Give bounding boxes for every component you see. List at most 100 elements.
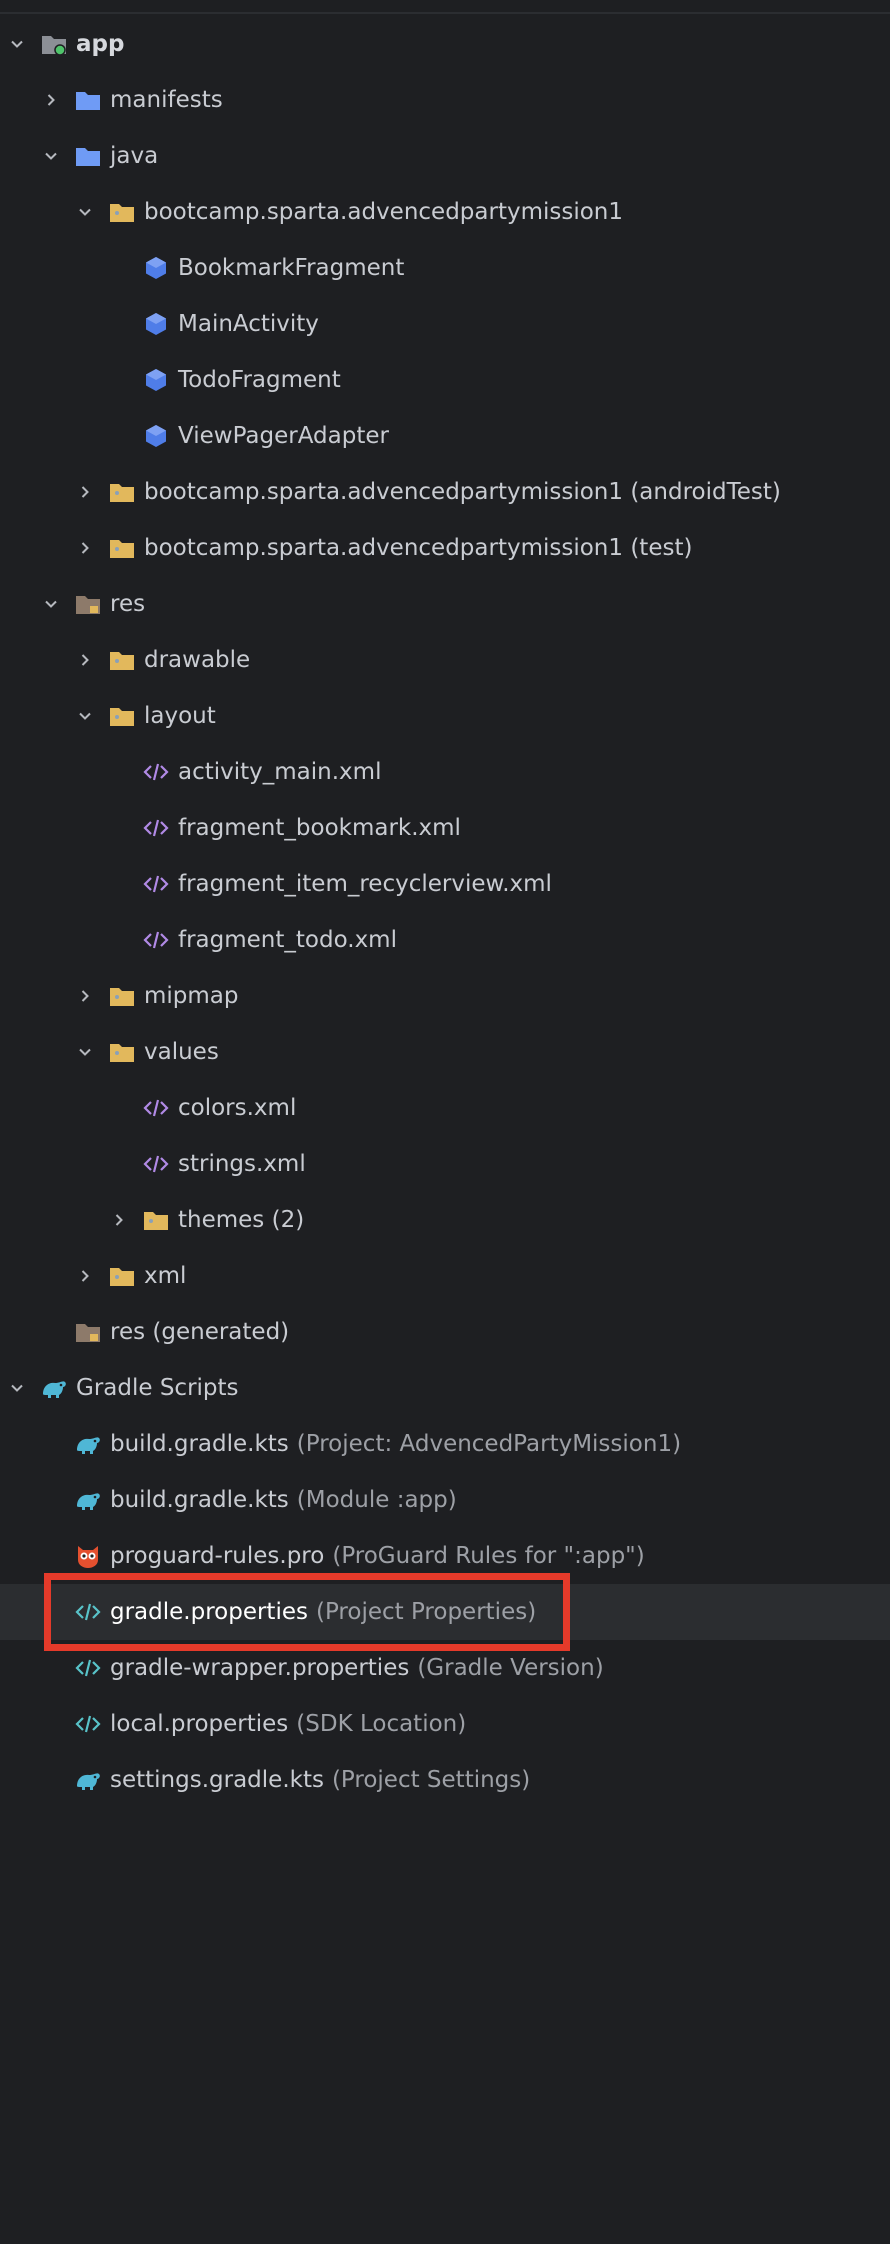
xml-icon — [142, 926, 170, 954]
chevron-down-icon[interactable] — [74, 1041, 96, 1063]
chevron-down-icon[interactable] — [74, 201, 96, 223]
tree-row-res[interactable]: res — [0, 576, 890, 632]
tree-item-label: ViewPagerAdapter — [178, 423, 389, 449]
tree-item-label: settings.gradle.kts — [110, 1767, 324, 1793]
tree-item-description: (ProGuard Rules for ":app") — [332, 1543, 645, 1569]
tree-row-manifests[interactable]: manifests — [0, 72, 890, 128]
module-folder-icon — [40, 30, 68, 58]
tree-row-themes-2[interactable]: themes (2) — [0, 1192, 890, 1248]
tree-row-strings-xml[interactable]: strings.xml — [0, 1136, 890, 1192]
tree-item-label: proguard-rules.pro — [110, 1543, 325, 1569]
xml-icon — [142, 814, 170, 842]
tree-item-label: colors.xml — [178, 1095, 297, 1121]
tree-item-label: strings.xml — [178, 1151, 306, 1177]
res-folder-icon — [74, 590, 102, 618]
tree-row-mipmap[interactable]: mipmap — [0, 968, 890, 1024]
tree-row-activity-main-xml[interactable]: activity_main.xml — [0, 744, 890, 800]
tree-row-fragment-todo-xml[interactable]: fragment_todo.xml — [0, 912, 890, 968]
tree-item-label: app — [76, 31, 125, 57]
folder-blue-icon — [74, 86, 102, 114]
package-folder-icon — [142, 1206, 170, 1234]
tree-row-gradle-properties-project-properties[interactable]: gradle.properties(Project Properties) — [0, 1584, 890, 1640]
tree-row-java[interactable]: java — [0, 128, 890, 184]
tree-item-label: res — [110, 591, 146, 617]
tree-row-todofragment[interactable]: TodoFragment — [0, 352, 890, 408]
tree-row-viewpageradapter[interactable]: ViewPagerAdapter — [0, 408, 890, 464]
tree-row-fragment-bookmark-xml[interactable]: fragment_bookmark.xml — [0, 800, 890, 856]
tree-item-label: xml — [144, 1263, 187, 1289]
gradle-icon — [74, 1486, 102, 1514]
tree-item-label: mipmap — [144, 983, 239, 1009]
tree-item-description: (Module :app) — [296, 1487, 457, 1513]
tree-row-bootcamp-sparta-advencedpartymission1-androidtest[interactable]: bootcamp.sparta.advencedpartymission1 (a… — [0, 464, 890, 520]
tree-row-app[interactable]: app — [0, 16, 890, 72]
chevron-right-icon[interactable] — [40, 89, 62, 111]
package-folder-icon — [108, 646, 136, 674]
tree-item-label: values — [144, 1039, 219, 1065]
tree-item-label: fragment_bookmark.xml — [178, 815, 461, 841]
tree-row-bootcamp-sparta-advencedpartymission1[interactable]: bootcamp.sparta.advencedpartymission1 — [0, 184, 890, 240]
tree-row-values[interactable]: values — [0, 1024, 890, 1080]
package-folder-icon — [108, 534, 136, 562]
tree-row-settings-gradle-kts-project-settings[interactable]: settings.gradle.kts(Project Settings) — [0, 1752, 890, 1808]
chevron-down-icon[interactable] — [74, 705, 96, 727]
tree-item-label: layout — [144, 703, 216, 729]
chevron-right-icon[interactable] — [74, 537, 96, 559]
xml-icon — [142, 758, 170, 786]
tree-row-build-gradle-kts-project-advencedpartymission1[interactable]: build.gradle.kts (Project: AdvencedPartyM… — [0, 1416, 890, 1472]
tree-row-res-generated[interactable]: res (generated) — [0, 1304, 890, 1360]
package-folder-icon — [108, 982, 136, 1010]
tree-item-label: res (generated) — [110, 1319, 290, 1345]
package-folder-icon — [108, 1262, 136, 1290]
tree-row-gradle-scripts[interactable]: Gradle Scripts — [0, 1360, 890, 1416]
tree-item-label: Gradle Scripts — [76, 1375, 239, 1401]
package-folder-icon — [108, 702, 136, 730]
tree-row-build-gradle-kts-module-app[interactable]: build.gradle.kts (Module :app) — [0, 1472, 890, 1528]
tree-item-label: manifests — [110, 87, 223, 113]
tree-row-gradle-wrapper-properties-gradle-version[interactable]: gradle-wrapper.properties(Gradle Version… — [0, 1640, 890, 1696]
package-folder-icon — [108, 478, 136, 506]
chevron-down-icon[interactable] — [6, 33, 28, 55]
properties-icon — [74, 1710, 102, 1738]
gradle-icon — [74, 1430, 102, 1458]
tree-item-label: bootcamp.sparta.advencedpartymission1 — [144, 199, 624, 225]
tree-item-description: (Project: AdvencedPartyMission1) — [296, 1431, 682, 1457]
tree-row-xml[interactable]: xml — [0, 1248, 890, 1304]
gradle-icon — [74, 1766, 102, 1794]
xml-icon — [142, 1094, 170, 1122]
tree-item-label: java — [110, 143, 159, 169]
xml-icon — [142, 870, 170, 898]
tree-item-label: fragment_item_recyclerview.xml — [178, 871, 552, 897]
chevron-right-icon[interactable] — [74, 985, 96, 1007]
tree-row-layout[interactable]: layout — [0, 688, 890, 744]
tree-row-colors-xml[interactable]: colors.xml — [0, 1080, 890, 1136]
chevron-right-icon[interactable] — [108, 1209, 130, 1231]
tree-item-label: activity_main.xml — [178, 759, 382, 785]
gradle-icon — [40, 1374, 68, 1402]
tree-item-label: build.gradle.kts — [110, 1487, 289, 1513]
project-tree[interactable]: app manifests java bootcamp.sparta.advenced… — [0, 16, 890, 1808]
class-icon — [142, 254, 170, 282]
chevron-right-icon[interactable] — [74, 481, 96, 503]
tree-item-label: bootcamp.sparta.advencedpartymission1 (t… — [144, 535, 693, 561]
tree-item-description: (Gradle Version) — [417, 1655, 604, 1681]
tree-item-label: build.gradle.kts — [110, 1431, 289, 1457]
package-folder-icon — [108, 198, 136, 226]
chevron-down-icon[interactable] — [6, 1377, 28, 1399]
tree-row-proguard-rules-pro-proguard-rules-for-app[interactable]: proguard-rules.pro (ProGuard Rules for ":… — [0, 1528, 890, 1584]
folder-blue-icon — [74, 142, 102, 170]
tree-row-bookmarkfragment[interactable]: BookmarkFragment — [0, 240, 890, 296]
tree-row-fragment-item-recyclerview-xml[interactable]: fragment_item_recyclerview.xml — [0, 856, 890, 912]
chevron-down-icon[interactable] — [40, 145, 62, 167]
chevron-down-icon[interactable] — [40, 593, 62, 615]
tree-row-mainactivity[interactable]: MainActivity — [0, 296, 890, 352]
tree-item-description: (SDK Location) — [296, 1711, 467, 1737]
tree-row-local-properties-sdk-location[interactable]: local.properties(SDK Location) — [0, 1696, 890, 1752]
proguard-icon — [74, 1542, 102, 1570]
tree-item-label: TodoFragment — [178, 367, 341, 393]
chevron-right-icon[interactable] — [74, 649, 96, 671]
tree-item-label: fragment_todo.xml — [178, 927, 397, 953]
tree-row-drawable[interactable]: drawable — [0, 632, 890, 688]
tree-row-bootcamp-sparta-advencedpartymission1-test[interactable]: bootcamp.sparta.advencedpartymission1 (t… — [0, 520, 890, 576]
chevron-right-icon[interactable] — [74, 1265, 96, 1287]
